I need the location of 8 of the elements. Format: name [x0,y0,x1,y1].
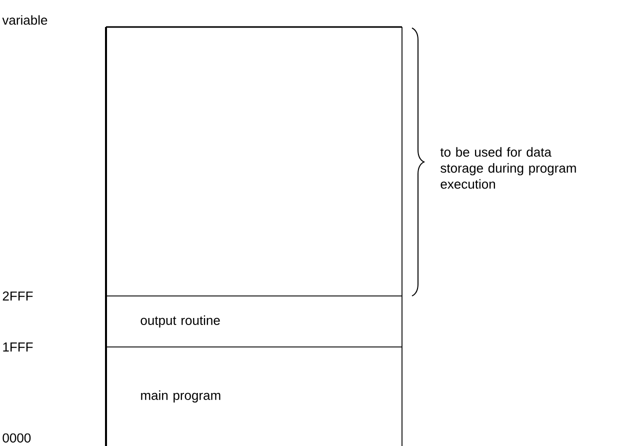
address-label: variable [2,15,48,25]
address-label: 2FFF [2,291,33,301]
address-label: 0000 [2,433,31,443]
annotation-text: to be used for data storage during program execution [440,147,576,189]
memory-region [105,26,402,296]
memory-region: main program [105,346,402,446]
memory-region: output routine [105,296,402,348]
address-label: 1FFF [3,342,33,352]
